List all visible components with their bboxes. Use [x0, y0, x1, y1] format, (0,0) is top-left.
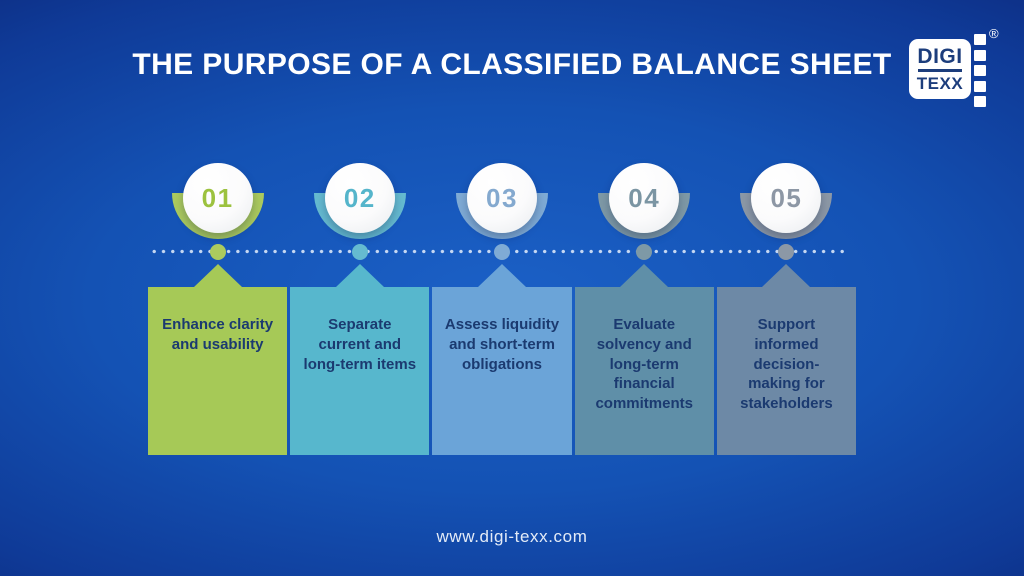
step-3-circle: 03 [467, 163, 537, 233]
timeline-node-dot [209, 244, 226, 260]
website-url: www.digi-texx.com [436, 527, 588, 546]
step-1-text: Enhance clarity and usability [162, 316, 274, 353]
step-3-text: Assess liquidity and short-term obligati… [444, 316, 560, 373]
step-3-number: 03 [486, 182, 518, 213]
step-1: 01 Enhance clarity and usability [148, 155, 288, 455]
timeline-node-dot [351, 244, 368, 260]
film-hole [974, 49, 986, 61]
step-3: 03 Assess liquidity and short-term oblig… [432, 155, 572, 455]
step-1-block: Enhance clarity and usability [148, 287, 288, 455]
block-pointer-triangle [478, 264, 526, 287]
step-4-block: Evaluate solvency and long-term financia… [574, 287, 714, 455]
film-hole [974, 34, 986, 45]
step-3-block: Assess liquidity and short-term obligati… [432, 287, 572, 455]
step-5-block: Support informed decision- making for st… [716, 287, 857, 455]
step-2-block: Separate current and long-term items [290, 287, 430, 455]
logo-word-digi: DIGI [917, 45, 963, 68]
step-5: 05 Support informed decision- making for… [716, 155, 857, 455]
block-pointer-triangle [762, 264, 811, 287]
block-pointer-triangle [620, 264, 669, 287]
timeline-node-dot [778, 244, 795, 260]
block-pointer-triangle [335, 264, 384, 287]
step-2-text: Separate current and long-term items [303, 316, 417, 373]
step-1-circle: 01 [182, 163, 253, 233]
step-4-number: 04 [628, 182, 661, 213]
block-pointer-triangle [193, 264, 242, 287]
step-5-circle: 05 [751, 163, 822, 233]
step-4-circle: 04 [609, 163, 680, 233]
steps-row: 01 Enhance clarity and usability 02 Sepa… [148, 155, 857, 455]
step-1-number: 01 [201, 182, 234, 213]
logo-box: DIGI TEXX [909, 39, 971, 99]
digi-texx-logo: DIGI TEXX ® [905, 26, 1005, 112]
page-title: THE PURPOSE OF A CLASSIFIED BALANCE SHEE… [132, 48, 892, 81]
film-hole [974, 96, 986, 107]
logo-word-texx: TEXX [916, 74, 964, 93]
step-2-circle: 02 [324, 163, 395, 233]
step-4: 04 Evaluate solvency and long-term finan… [574, 155, 714, 455]
timeline-node-dot [636, 244, 653, 260]
step-2-number: 02 [343, 182, 376, 213]
film-hole [974, 80, 986, 92]
timeline-node-dot [494, 244, 510, 260]
logo-divider [918, 69, 962, 72]
film-hole [974, 65, 986, 76]
registered-trademark-icon: ® [989, 26, 999, 41]
step-4-text: Evaluate solvency and long-term financia… [595, 316, 693, 413]
film-strip-icon [974, 34, 986, 107]
step-5-number: 05 [770, 182, 803, 213]
step-5-text: Support informed decision- making for st… [740, 316, 833, 413]
step-2: 02 Separate current and long-term items [290, 155, 430, 455]
